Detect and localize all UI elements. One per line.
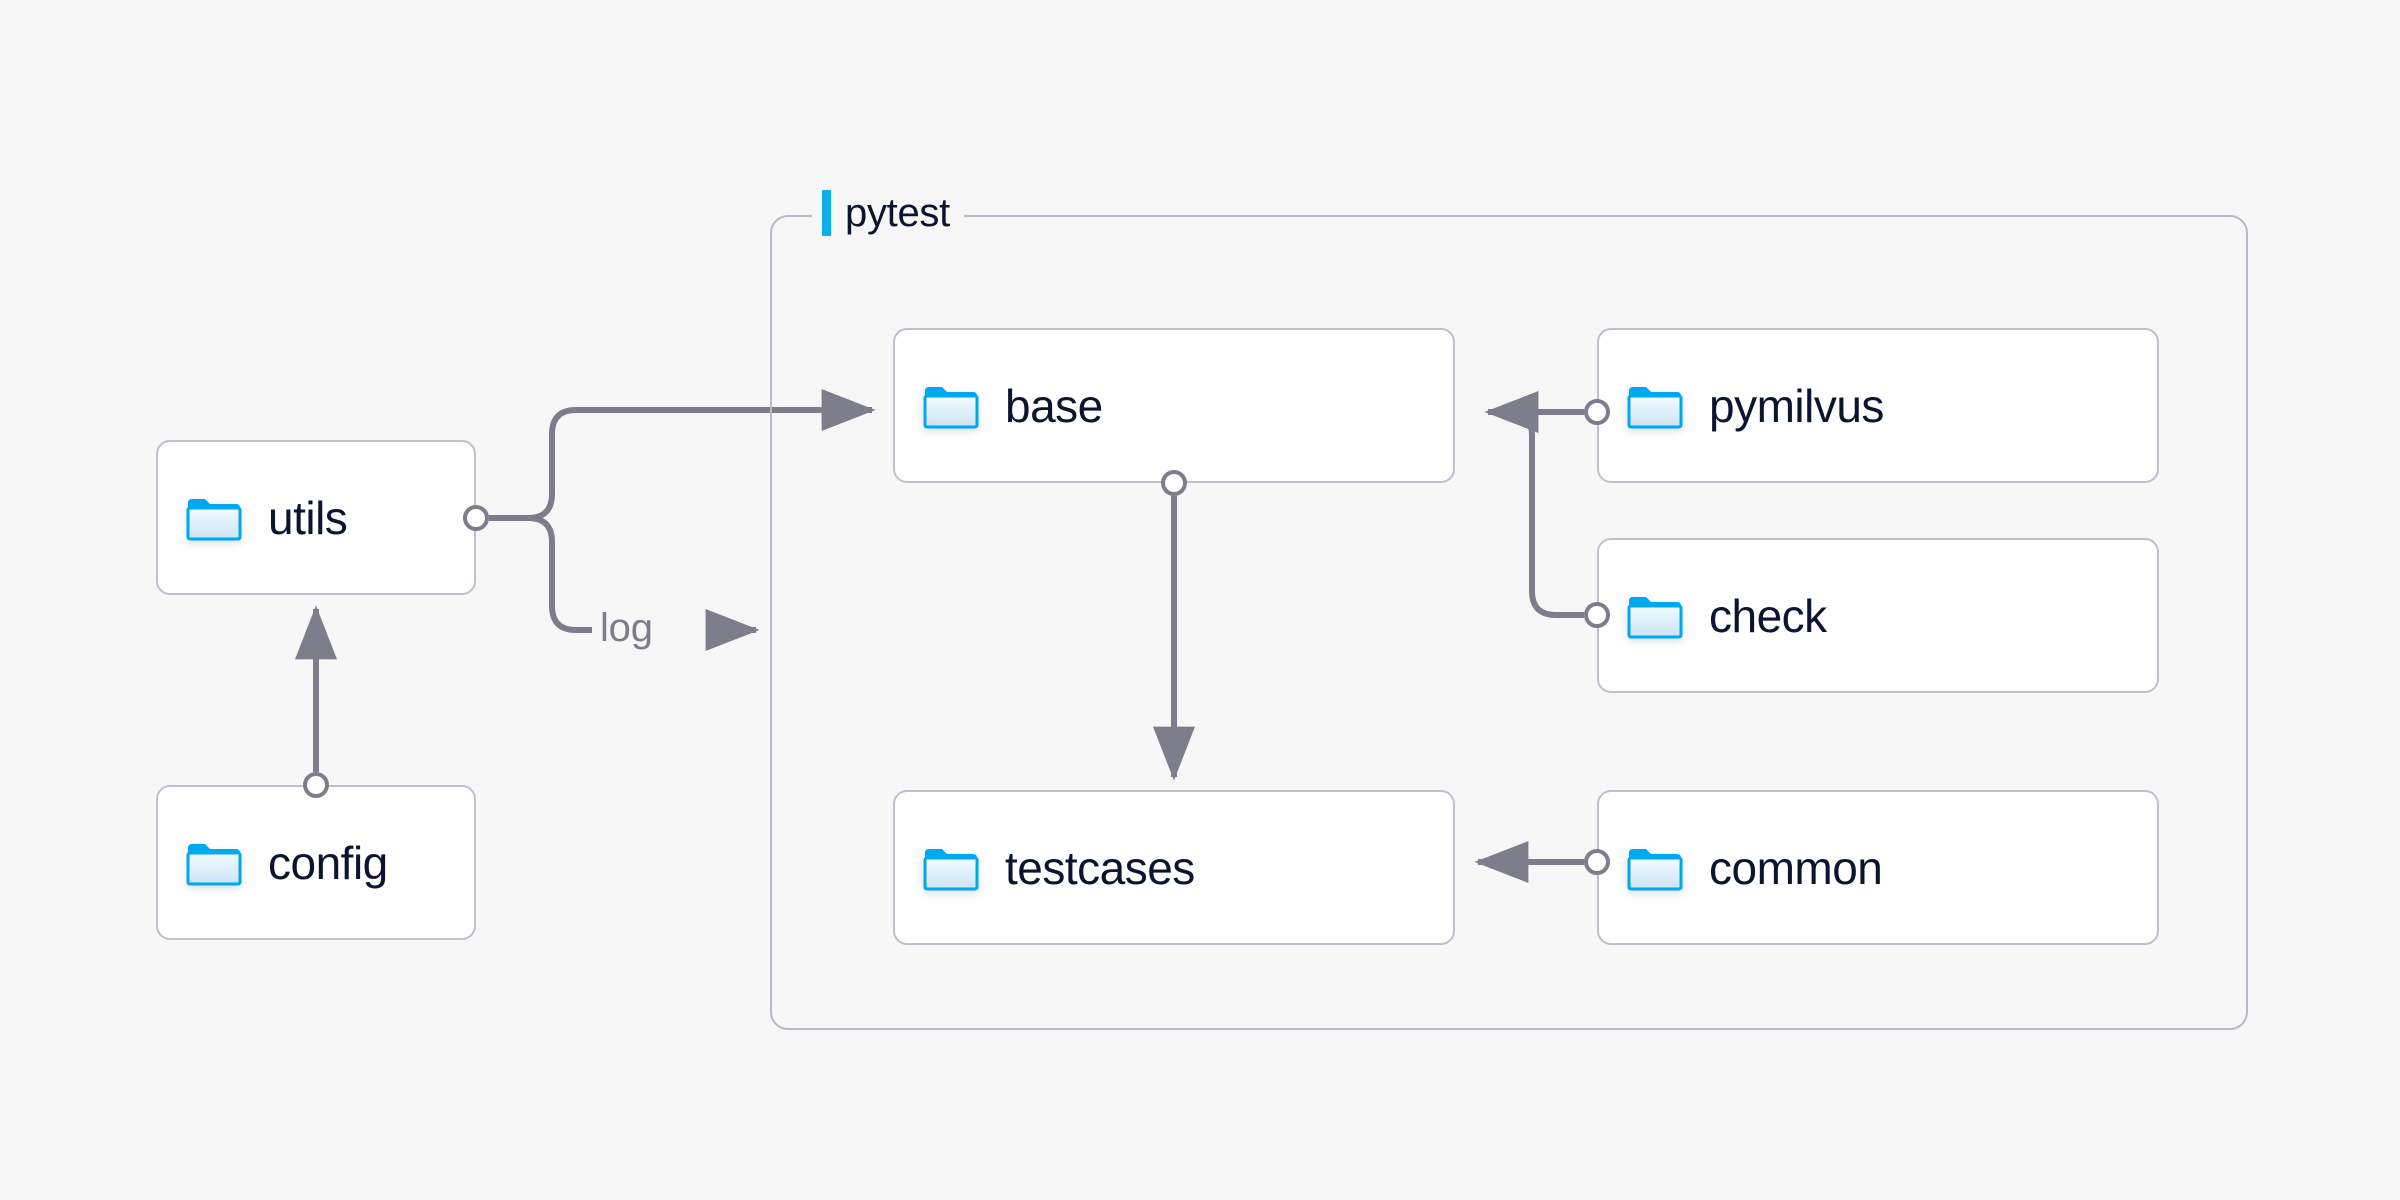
- folder-icon: [186, 840, 242, 886]
- edge-utils-log: [527, 515, 592, 633]
- folder-icon: [1627, 593, 1683, 639]
- node-config[interactable]: config: [156, 785, 476, 940]
- node-label: config: [268, 836, 388, 889]
- folder-icon: [1627, 845, 1683, 891]
- node-label: check: [1709, 589, 1827, 642]
- node-testcases[interactable]: testcases: [893, 790, 1455, 945]
- node-label: common: [1709, 841, 1883, 894]
- group-pytest-label: pytest: [812, 190, 964, 236]
- node-utils[interactable]: utils: [156, 440, 476, 595]
- folder-icon: [186, 495, 242, 541]
- port-common-left[interactable]: [1584, 849, 1610, 875]
- node-base[interactable]: base: [893, 328, 1455, 483]
- node-label: pymilvus: [1709, 379, 1884, 432]
- group-label-text: pytest: [845, 191, 950, 235]
- port-config-top[interactable]: [303, 772, 329, 798]
- folder-icon: [1627, 383, 1683, 429]
- folder-icon: [923, 383, 979, 429]
- node-pymilvus[interactable]: pymilvus: [1597, 328, 2159, 483]
- edge-label-log: log: [600, 606, 653, 650]
- node-check[interactable]: check: [1597, 538, 2159, 693]
- node-label: base: [1005, 379, 1103, 432]
- port-utils-right[interactable]: [463, 505, 489, 531]
- node-label: testcases: [1005, 841, 1195, 894]
- port-base-bottom[interactable]: [1161, 470, 1187, 496]
- node-label: utils: [268, 491, 348, 544]
- node-common[interactable]: common: [1597, 790, 2159, 945]
- group-pytest[interactable]: [770, 215, 2248, 1030]
- port-check-left[interactable]: [1584, 602, 1610, 628]
- group-accent-bar: [822, 190, 831, 236]
- folder-icon: [923, 845, 979, 891]
- port-pymilvus-left[interactable]: [1584, 399, 1610, 425]
